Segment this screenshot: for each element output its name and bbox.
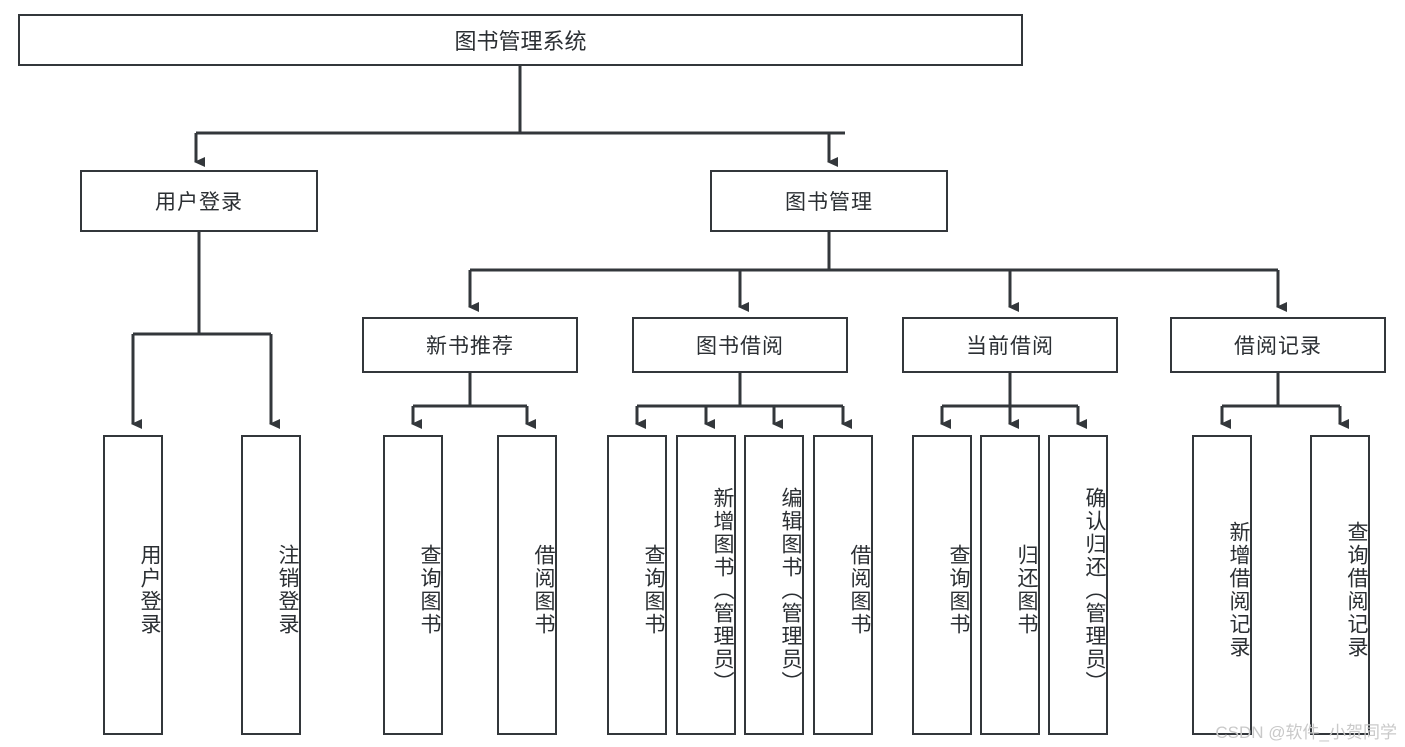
- node-label: 借阅记录: [1234, 335, 1322, 358]
- node-borrow-record[interactable]: 借阅记录: [1170, 317, 1386, 373]
- node-label: 借阅图书: [848, 544, 871, 636]
- node-label: 图书管理系统: [454, 29, 587, 54]
- node-label: 借阅图书: [532, 544, 555, 636]
- node-leaf-confirm-return-admin[interactable]: 确认归还（管理员）: [1048, 435, 1108, 735]
- node-leaf-query-book-newbook[interactable]: 查询图书: [383, 435, 443, 735]
- node-label: 注销登录: [276, 544, 299, 636]
- node-label: 查询图书: [418, 544, 441, 636]
- node-leaf-query-book-borrow[interactable]: 查询图书: [607, 435, 667, 735]
- node-label: 新增借阅记录: [1227, 521, 1250, 659]
- node-book-management[interactable]: 图书管理: [710, 170, 948, 232]
- watermark-text: CSDN @软件_小贺同学: [1215, 723, 1397, 742]
- node-label: 查询图书: [642, 544, 665, 636]
- node-book-borrow[interactable]: 图书借阅: [632, 317, 848, 373]
- node-leaf-logout[interactable]: 注销登录: [241, 435, 301, 735]
- node-leaf-query-book-current[interactable]: 查询图书: [912, 435, 972, 735]
- node-label: 用户登录: [138, 544, 161, 636]
- node-leaf-borrow-book[interactable]: 借阅图书: [813, 435, 873, 735]
- node-label: 编辑图书（管理员）: [779, 486, 802, 694]
- node-leaf-borrow-book-newbook[interactable]: 借阅图书: [497, 435, 557, 735]
- node-label: 新书推荐: [426, 335, 514, 358]
- node-label: 用户登录: [155, 191, 243, 214]
- node-leaf-return-book[interactable]: 归还图书: [980, 435, 1040, 735]
- node-label: 确认归还（管理员）: [1083, 486, 1106, 694]
- node-current-borrow[interactable]: 当前借阅: [902, 317, 1118, 373]
- node-leaf-add-borrow-record[interactable]: 新增借阅记录: [1192, 435, 1252, 735]
- node-label: 图书借阅: [696, 335, 784, 358]
- node-user-login[interactable]: 用户登录: [80, 170, 318, 232]
- node-leaf-add-book-admin[interactable]: 新增图书（管理员）: [676, 435, 736, 735]
- node-new-book-recommend[interactable]: 新书推荐: [362, 317, 578, 373]
- node-label: 新增图书（管理员）: [711, 486, 734, 694]
- node-label: 查询借阅记录: [1345, 521, 1368, 659]
- node-label: 查询图书: [947, 544, 970, 636]
- node-root-system[interactable]: 图书管理系统: [18, 14, 1023, 66]
- node-leaf-edit-book-admin[interactable]: 编辑图书（管理员）: [744, 435, 804, 735]
- node-leaf-query-borrow-record[interactable]: 查询借阅记录: [1310, 435, 1370, 735]
- node-label: 归还图书: [1015, 544, 1038, 636]
- node-label: 当前借阅: [966, 335, 1054, 358]
- node-label: 图书管理: [785, 191, 873, 214]
- node-leaf-user-login[interactable]: 用户登录: [103, 435, 163, 735]
